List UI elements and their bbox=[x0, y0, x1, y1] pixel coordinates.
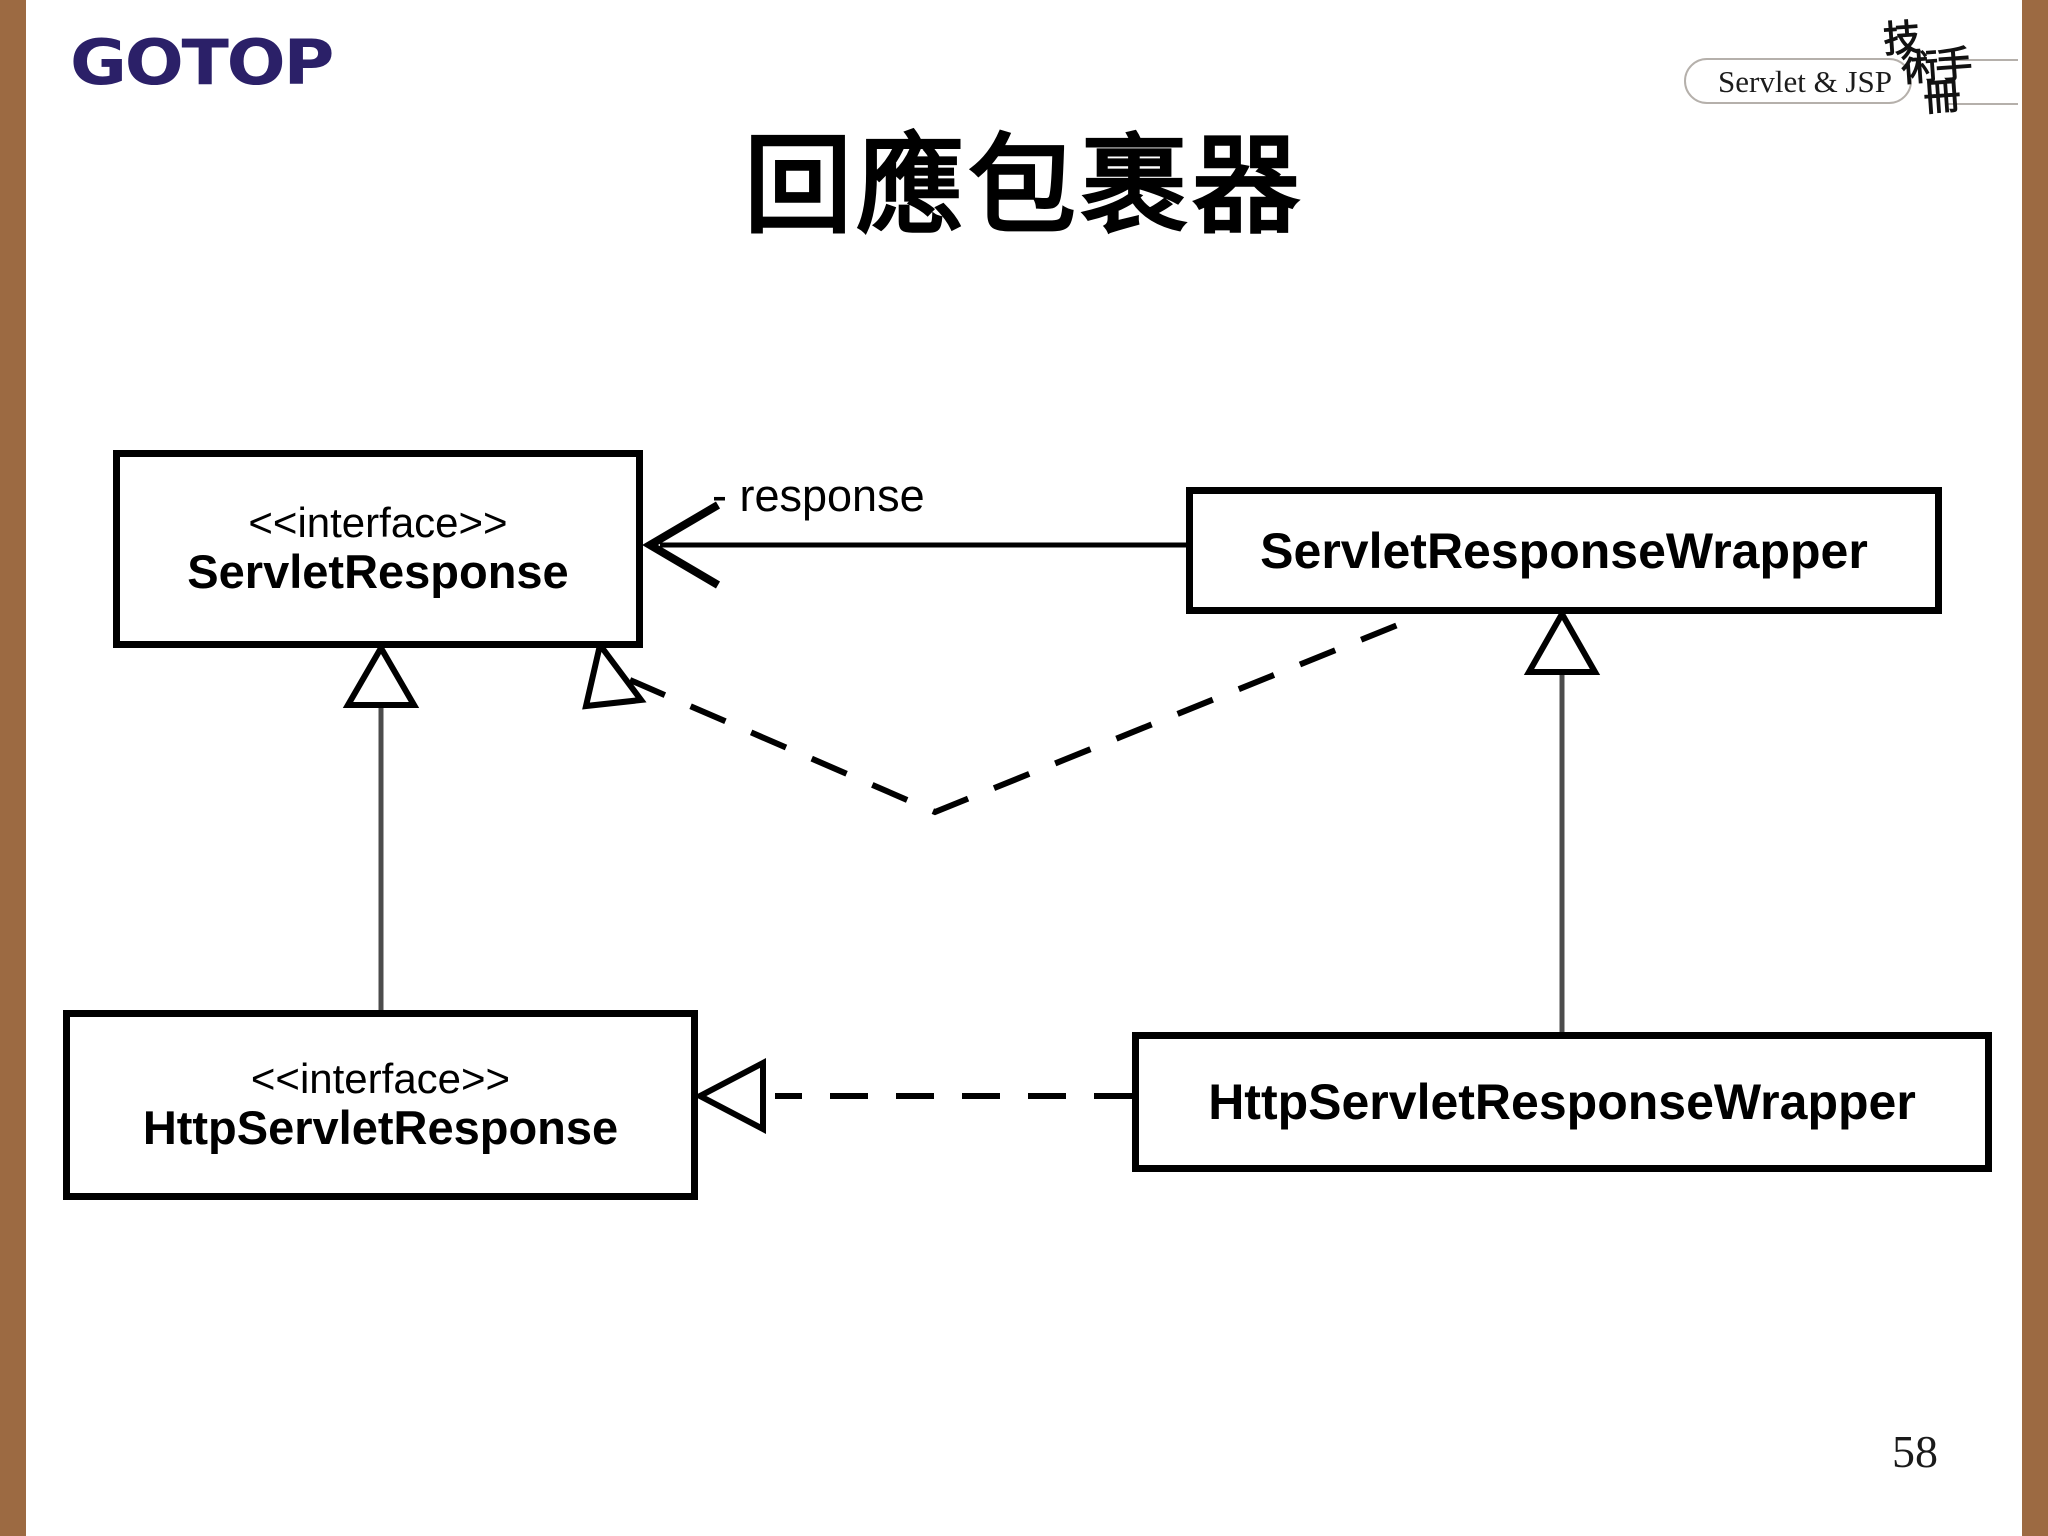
badge-latin-text: Servlet & JSP bbox=[1718, 64, 1892, 99]
uml-class-name: HttpServletResponseWrapper bbox=[1208, 1074, 1916, 1130]
uml-class-servlet-response-wrapper[interactable]: ServletResponseWrapper bbox=[1186, 487, 1942, 614]
uml-class-servlet-response[interactable]: <<interface>> ServletResponse bbox=[113, 450, 643, 648]
association-role-label: - response bbox=[712, 470, 925, 521]
book-series-badge: Servlet & JSP 技 術手 冊 bbox=[1684, 16, 2018, 130]
left-accent-bar bbox=[0, 0, 26, 1536]
uml-class-http-servlet-response[interactable]: <<interface>> HttpServletResponse bbox=[63, 1010, 698, 1200]
uml-class-name: ServletResponse bbox=[187, 545, 569, 599]
gotop-logo: GOTOP bbox=[70, 26, 334, 99]
uml-class-name: ServletResponseWrapper bbox=[1260, 522, 1868, 579]
relation-association-wrapper-to-response bbox=[642, 501, 1186, 589]
uml-class-name: HttpServletResponse bbox=[142, 1101, 619, 1155]
badge-rule-bottom bbox=[1946, 103, 2018, 105]
badge-rule-top bbox=[1946, 59, 2018, 61]
right-accent-bar bbox=[2022, 0, 2048, 1536]
uml-stereotype-label: <<interface>> bbox=[250, 1055, 511, 1103]
badge-pill-outline bbox=[1684, 58, 1912, 104]
page-number: 58 bbox=[1892, 1426, 1938, 1477]
uml-class-http-servlet-response-wrapper[interactable]: HttpServletResponseWrapper bbox=[1132, 1032, 1992, 1172]
uml-stereotype-label: <<interface>> bbox=[248, 499, 508, 547]
relation-generalization-http-wrapper-to-wrapper bbox=[1523, 607, 1601, 1032]
relation-realization-wrapper-to-response bbox=[582, 617, 1412, 816]
relation-realization-http-wrapper-to-http-response bbox=[693, 1058, 1132, 1134]
relation-generalization-http-response-to-response bbox=[342, 642, 420, 1010]
page-title: 回應包裹器 bbox=[743, 124, 1304, 249]
